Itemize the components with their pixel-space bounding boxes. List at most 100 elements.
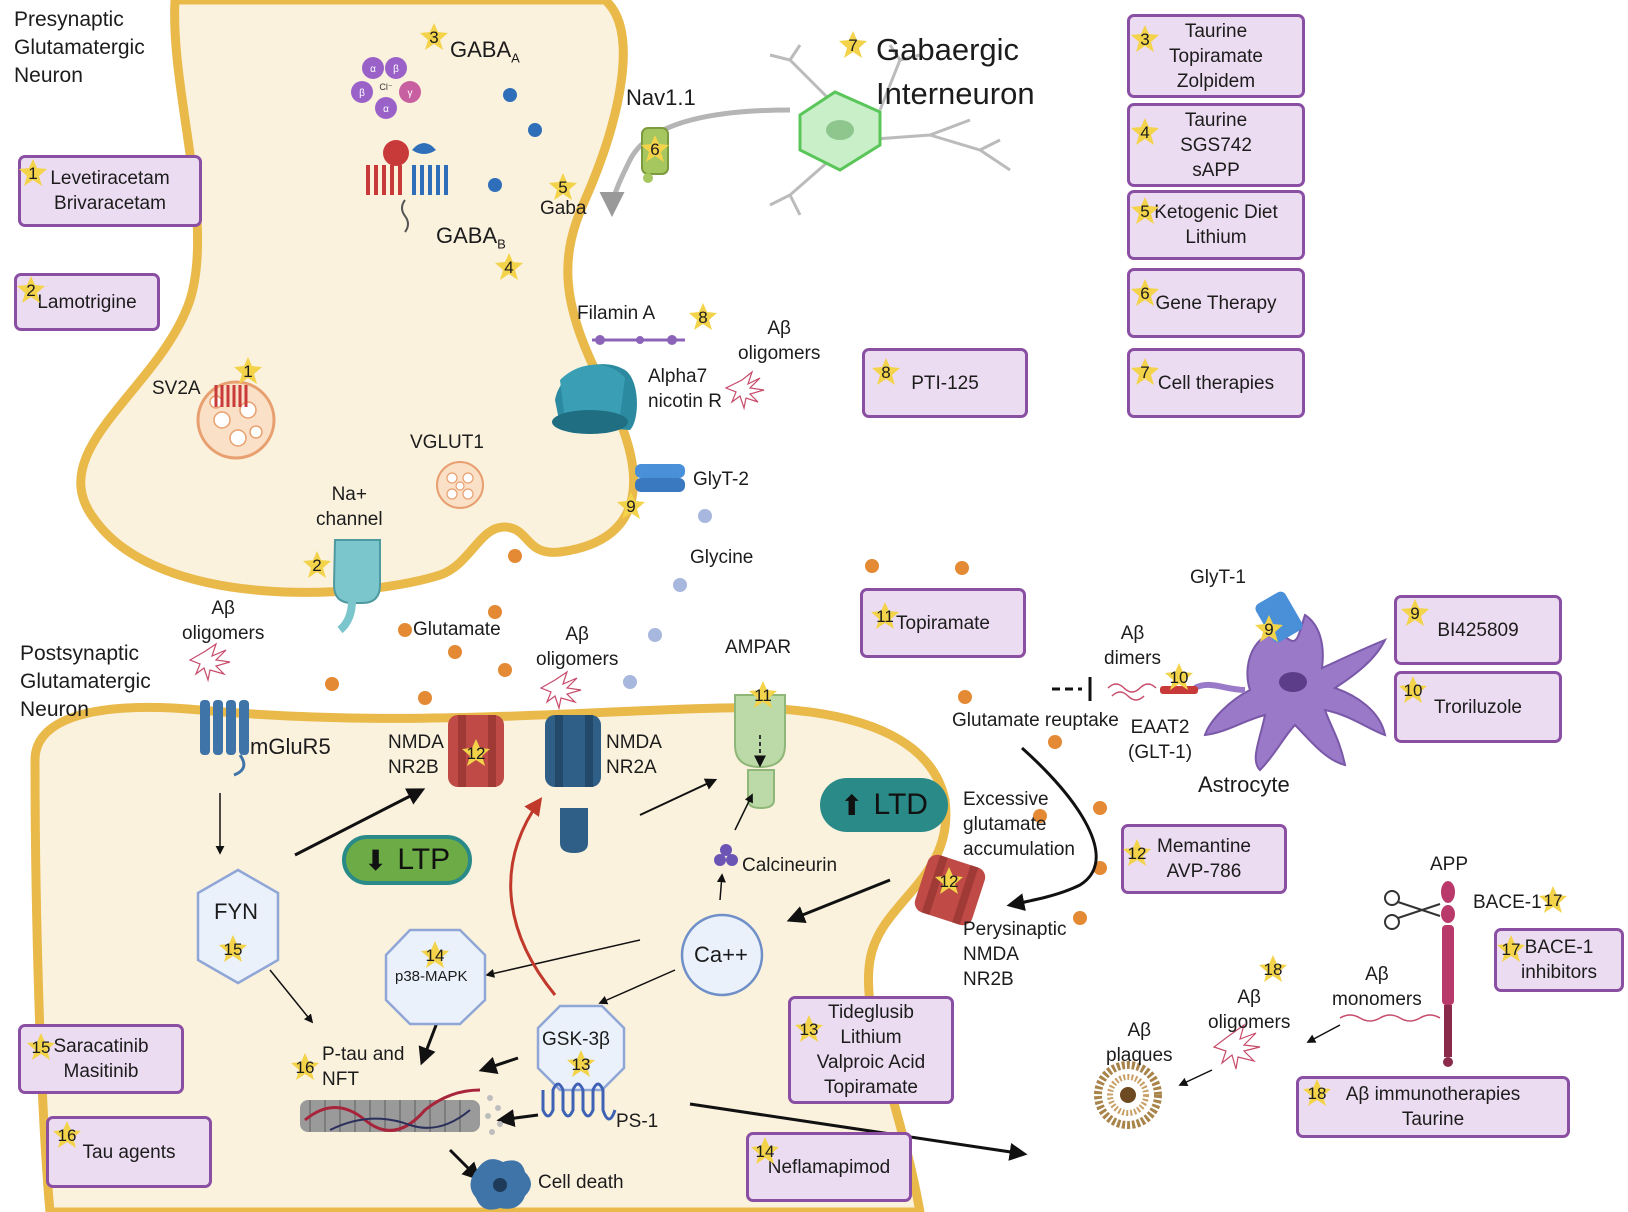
ab-right-line-2: oligomers [1208, 1012, 1291, 1033]
glutamate-reuptake-label: Glutamate reuptake [952, 710, 1119, 731]
star-filamin: 8 [688, 302, 718, 332]
box4-line-1: Taurine [1184, 109, 1248, 131]
ptau-line-1: P-tau and [322, 1044, 405, 1065]
peri-line-1: Perysinaptic [963, 919, 1067, 940]
box1-line-2: Brivaracetam [54, 193, 166, 214]
drug-box-9: BI425809 [1394, 595, 1562, 665]
star-box-6: 6 [1130, 278, 1160, 308]
ltd-label: LTD [873, 788, 928, 821]
excessive-glutamate-label: Excessive glutamate accumulation [963, 787, 1075, 862]
box12-line-1: Memantine [1157, 836, 1251, 857]
presynaptic-line-2: Glutamatergic [14, 36, 145, 59]
presynaptic-line-3: Neuron [14, 64, 83, 87]
ab-left-line-2: oligomers [182, 623, 265, 644]
star-sv2a: 1 [233, 356, 263, 386]
glyt2-label: GlyT-2 [693, 469, 749, 490]
ab-oligomer-tangles [188, 370, 1261, 1070]
dimers-line-2: dimers [1104, 648, 1162, 669]
gabaergic-line-2: Interneuron [876, 76, 1035, 111]
eaat2-label: EAAT2 (GLT-1) [1128, 715, 1192, 765]
star-gabaergic: 7 [838, 30, 868, 60]
drug-box-1: Levetiracetam Brivaracetam [18, 155, 202, 227]
ab-dimers-label: Aβ dimers [1104, 621, 1161, 671]
calcium-label: Ca++ [694, 942, 748, 967]
glyt1-label: GlyT-1 [1190, 567, 1246, 588]
star-box-16: 16 [52, 1120, 82, 1150]
postsynaptic-line-2: Glutamatergic [20, 670, 151, 693]
ltd-pill: ⬆ LTD [820, 778, 948, 832]
excessive-line-1: Excessive [963, 789, 1049, 810]
postsynaptic-neuron-label: Postsynaptic Glutamatergic Neuron [20, 640, 151, 724]
star-box-2: 2 [16, 275, 46, 305]
postsynaptic-line-3: Neuron [20, 698, 89, 721]
box14-line-1: Neflamapimod [767, 1156, 891, 1178]
box13-line-3: Valproic Acid [816, 1052, 926, 1073]
ab-plaques-label: Aβ plaques [1106, 1018, 1173, 1068]
box7-line-1: Cell therapies [1157, 372, 1275, 394]
peri-line-2: NMDA [963, 944, 1019, 965]
drug-box-7: Cell therapies [1127, 348, 1305, 418]
drug-box-14: Neflamapimod [746, 1132, 912, 1202]
box10-line-1: Troriluzole [1434, 696, 1522, 718]
drug-box-15: Saracatinib Masitinib [18, 1024, 184, 1094]
calcineurin-molecule [714, 844, 738, 866]
star-box-8: 8 [871, 357, 901, 387]
gaba-label: Gaba [540, 198, 587, 219]
box13-line-2: Lithium [840, 1027, 902, 1048]
star-box-7: 7 [1130, 357, 1160, 387]
star-box-13: 13 [794, 1014, 824, 1044]
drug-box-17: BACE-1 inhibitors [1494, 928, 1624, 992]
na-line-2: channel [316, 509, 383, 530]
perisynaptic-nmda-label: Perysinaptic NMDA NR2B [963, 917, 1067, 992]
star-eaat2: 10 [1164, 662, 1194, 692]
box15-line-2: Masitinib [63, 1061, 139, 1082]
ampar-label: AMPAR [725, 637, 792, 658]
star-gaba-b: 4 [494, 252, 524, 282]
gaba-b-label: GABAB [436, 223, 506, 252]
box17-line-2: inhibitors [1520, 962, 1598, 983]
monomers-line-2: monomers [1332, 989, 1422, 1010]
up-arrow-icon: ⬆ [840, 789, 864, 821]
dead-cell [470, 1159, 531, 1210]
star-gaba-a: 3 [419, 22, 449, 52]
ab-monomer-strand [1339, 1014, 1441, 1022]
nmda-nr2a-label: NMDA NR2A [606, 730, 662, 780]
postsynaptic-line-1: Postsynaptic [20, 642, 140, 665]
drug-box-10: Troriluzole [1394, 671, 1562, 743]
gabaergic-line-1: Gabaergic [876, 32, 1020, 67]
excessive-line-3: accumulation [963, 839, 1075, 860]
box18-line-1: Aβ immunotherapies [1345, 1084, 1521, 1105]
nmda-nr2b-label: NMDA NR2B [388, 730, 444, 780]
ab-oligomers-mid-label: Aβ oligomers [536, 622, 618, 672]
gaba-b-receptor [366, 140, 448, 233]
star-box-17: 17 [1496, 934, 1526, 964]
bace1-label: BACE-1 [1473, 892, 1542, 913]
app-protein [1441, 881, 1455, 1067]
fyn-label: FYN [214, 899, 258, 924]
drug-box-16: Tau agents [46, 1116, 212, 1188]
ab-mid-line-1: Aβ [565, 624, 589, 645]
nr2b-line-1: NMDA [388, 732, 444, 753]
star-p38: 14 [420, 940, 450, 970]
alpha7-line-2: nicotin R [648, 391, 722, 412]
astrocyte-cell [1193, 613, 1388, 772]
fyn-hexagon [196, 868, 280, 985]
nr2a-line-2: NR2A [606, 757, 657, 778]
svg-text:α: α [370, 64, 376, 75]
box4-line-3: sAPP [1192, 159, 1240, 181]
vglut1-vesicle [436, 461, 484, 509]
ampar-receptor [734, 694, 786, 810]
perisynaptic-nmda-receptor [914, 854, 986, 926]
astrocyte-label: Astrocyte [1198, 772, 1290, 797]
ab-oligomers-top-label: Aβ oligomers [738, 316, 820, 366]
drug-box-13: Tideglusib Lithium Valproic Acid Topiram… [788, 996, 954, 1104]
star-nav11: 6 [640, 134, 670, 164]
drug-box-6: Gene Therapy [1127, 268, 1305, 338]
star-box-4: 4 [1130, 117, 1160, 147]
box5-line-1: Ketogenic Diet [1154, 202, 1278, 223]
svg-text:Cl⁻: Cl⁻ [379, 82, 392, 92]
svg-text:β: β [393, 64, 399, 75]
star-nmda-nr2b: 12 [461, 738, 491, 768]
star-box-10: 10 [1398, 675, 1428, 705]
drug-box-4: Taurine SGS742 sAPP [1127, 103, 1305, 187]
